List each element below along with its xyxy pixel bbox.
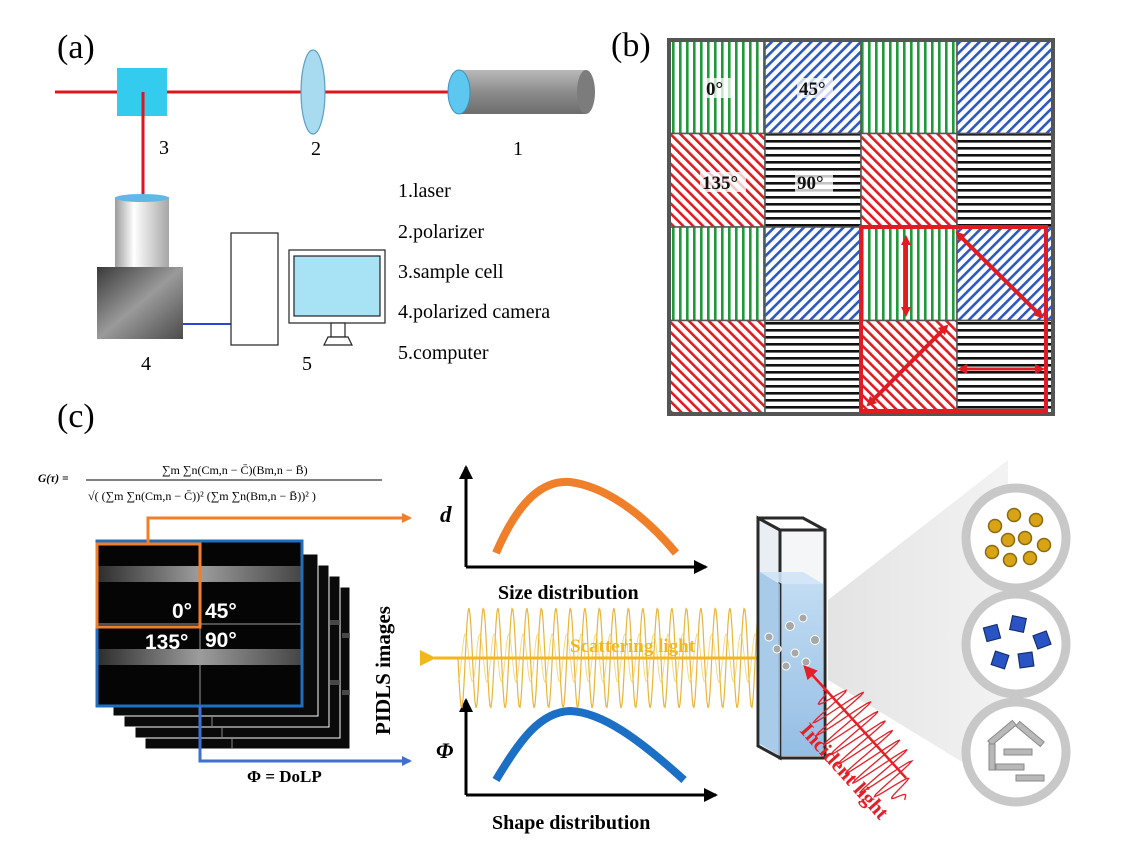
arrow-135deg [866, 324, 949, 407]
polarizer-cell-90-r1c3 [956, 132, 1054, 228]
formula-lhs: G(τ) = [38, 473, 69, 485]
panel-c-label: (c) [57, 398, 95, 435]
liquid-side [760, 572, 780, 756]
polarizer-cell-135-r3c0 [668, 319, 766, 415]
grid-label-90: 90° [797, 173, 824, 194]
polarizer-lens [300, 49, 326, 135]
cuvette-top [757, 516, 826, 532]
img-label-90: 90° [205, 629, 237, 652]
monitor-stand [323, 336, 353, 346]
label-5: 5 [302, 353, 312, 375]
pidls-front-image: 0° 45° 135° 90° [95, 539, 304, 708]
laser-body [458, 70, 586, 114]
monitor-neck [330, 322, 346, 338]
img-label-0: 0° [172, 600, 192, 623]
polarizer-cell-45-r2c3 [956, 226, 1054, 322]
polarizer-cell-45-r2c1 [764, 226, 862, 322]
polarizer-grid-frame [667, 38, 1055, 416]
grid-label-45: 45° [799, 79, 826, 100]
arrow-45deg [955, 231, 1044, 319]
label-1: 1 [513, 138, 523, 160]
laser-back [577, 70, 595, 114]
inset-spheres [961, 483, 1071, 593]
component-legend: 1.laser 2.polarizer 3.sample cell 4.pola… [398, 180, 550, 364]
size-axis-label: d [440, 502, 452, 527]
polarizer-cell-90-r3c3 [956, 319, 1054, 415]
incident-label: Incident light [795, 718, 894, 824]
legend-laser: 1.laser [398, 180, 451, 202]
inset-rods [961, 697, 1071, 807]
shape-axis-label: Φ [436, 738, 453, 763]
img-label-135: 135° [145, 631, 188, 654]
polarizer-cell-0-r0c2 [860, 39, 958, 135]
polarizer-cell-90-r3c1 [764, 319, 862, 415]
panel-b: (b) 0° 45° 135° 90° [611, 27, 1055, 416]
pidls-images-label: PIDLS images [371, 606, 395, 735]
legend-polarizer: 2.polarizer [398, 221, 484, 243]
panel-a-label: (a) [57, 29, 95, 66]
arrow-to-shape [198, 706, 412, 766]
label-3: 3 [159, 137, 169, 159]
size-title: Size distribution [498, 582, 639, 604]
legend-sample-cell: 3.sample cell [398, 261, 504, 283]
legend-computer: 5.computer [398, 342, 489, 364]
incident-wave [811, 689, 914, 801]
dolp-label: Φ = DoLP [247, 767, 322, 786]
correlation-formula: G(τ) = ∑m ∑n(Cm,n − C̄)(Bm,n − B̄) √( (∑… [38, 463, 382, 503]
size-distribution-plot: d Size distribution [440, 465, 708, 604]
panel-a: (a) 3 2 1 4 5 1.laser 2.polari [55, 29, 595, 375]
laser-aperture [447, 69, 471, 115]
polarized-camera [97, 267, 183, 339]
formula-numerator: ∑m ∑n(Cm,n − C̄)(Bm,n − B̄) [162, 463, 308, 477]
camera-lens [115, 197, 169, 269]
inset-cubes [961, 589, 1071, 699]
incident-arrow [803, 665, 907, 779]
polarizer-cell-135-r1c2 [860, 132, 958, 228]
polarizer-cell-45-r0c3 [956, 39, 1054, 135]
img-label-45: 45° [205, 600, 237, 623]
polarizer-pixel-grid [668, 39, 1054, 415]
liquid-surface [760, 572, 823, 584]
superpixel-highlight [859, 225, 1048, 413]
shape-curve [492, 706, 687, 783]
particle-insets [961, 483, 1071, 807]
scattering-wave [457, 607, 771, 709]
computer-tower [230, 232, 279, 346]
size-curve [492, 477, 680, 556]
cuvette [756, 515, 827, 761]
label-2: 2 [311, 138, 321, 160]
polarizer-cell-0-r2c2 [860, 226, 958, 322]
arrow-to-size [146, 513, 412, 544]
camera-lens-glass [115, 194, 169, 202]
label-4: 4 [141, 353, 151, 375]
shape-distribution-plot: Φ Shape distribution [436, 698, 718, 834]
grid-label-135: 135° [702, 173, 738, 194]
monitor-screen [293, 255, 381, 317]
panel-b-label: (b) [611, 27, 651, 64]
scattering-label: Scattering light [570, 636, 696, 657]
panel-c: (c) G(τ) = ∑m ∑n(Cm,n − C̄)(Bm,n − B̄) √… [38, 398, 1071, 834]
shape-title: Shape distribution [492, 812, 650, 834]
legend-polarized-camera: 4.polarized camera [398, 301, 550, 323]
formula-denominator: √( (∑m ∑n(Cm,n − C̄))² (∑m ∑n(Bm,n − B̄)… [88, 489, 316, 503]
polarizer-cell-0-r2c0 [668, 226, 766, 322]
grid-label-0: 0° [706, 79, 723, 100]
